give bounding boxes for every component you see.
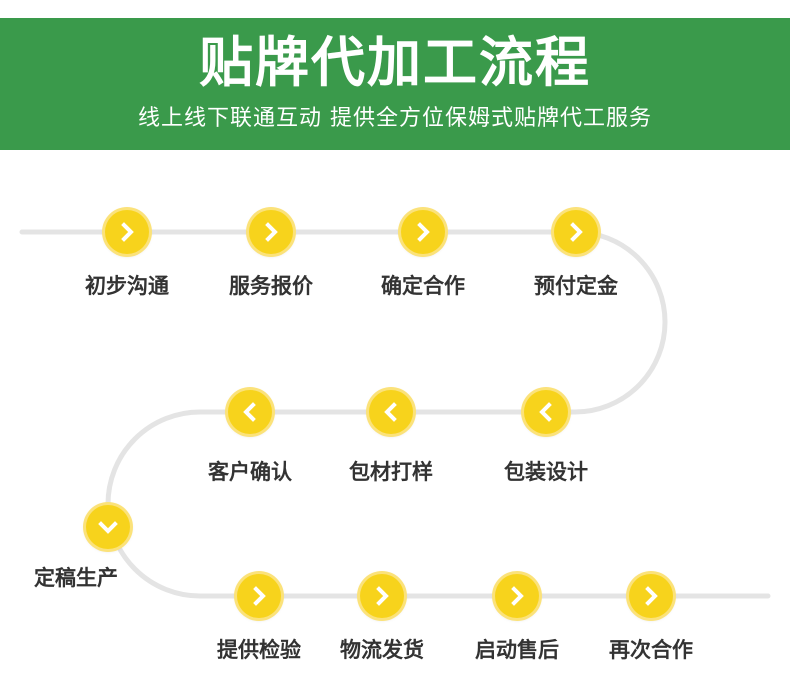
- chevron-left-icon: [380, 401, 402, 423]
- step-node: [495, 574, 539, 618]
- step-label: 客户确认: [208, 460, 292, 484]
- page-subtitle: 线上线下联通互动 提供全方位保姆式贴牌代工服务: [138, 106, 652, 131]
- step-node: [249, 210, 293, 254]
- chevron-right-icon: [260, 221, 282, 243]
- chevron-right-icon: [640, 585, 662, 607]
- chevron-right-icon: [412, 221, 434, 243]
- step-label: 确定合作: [381, 274, 465, 298]
- chevron-right-icon: [506, 585, 528, 607]
- step-node: [237, 574, 281, 618]
- step-node: [369, 390, 413, 434]
- chevron-right-icon: [371, 585, 393, 607]
- step-label: 再次合作: [609, 638, 693, 662]
- step-label: 启动售后: [475, 638, 559, 662]
- step-label: 定稿生产: [34, 566, 118, 590]
- step-label: 服务报价: [229, 274, 313, 298]
- step-node: [524, 390, 568, 434]
- chevron-right-icon: [116, 221, 138, 243]
- step-node: [554, 210, 598, 254]
- page-title: 贴牌代加工流程: [199, 31, 591, 94]
- step-label: 初步沟通: [85, 274, 169, 298]
- step-label: 提供检验: [217, 638, 301, 662]
- step-label: 预付定金: [534, 274, 618, 298]
- chevron-down-icon: [97, 516, 119, 538]
- chevron-right-icon: [565, 221, 587, 243]
- chevron-left-icon: [535, 401, 557, 423]
- step-node: [629, 574, 673, 618]
- step-label: 包材打样: [349, 460, 433, 484]
- step-label: 物流发货: [340, 638, 424, 662]
- track-path: [19, 229, 771, 599]
- step-node: [228, 390, 272, 434]
- step-label: 包装设计: [504, 460, 588, 484]
- step-node: [401, 210, 445, 254]
- chevron-left-icon: [239, 401, 261, 423]
- step-node: [105, 210, 149, 254]
- step-node: [86, 505, 130, 549]
- header-banner: 贴牌代加工流程 线上线下联通互动 提供全方位保姆式贴牌代工服务: [0, 18, 790, 150]
- step-node: [360, 574, 404, 618]
- chevron-right-icon: [248, 585, 270, 607]
